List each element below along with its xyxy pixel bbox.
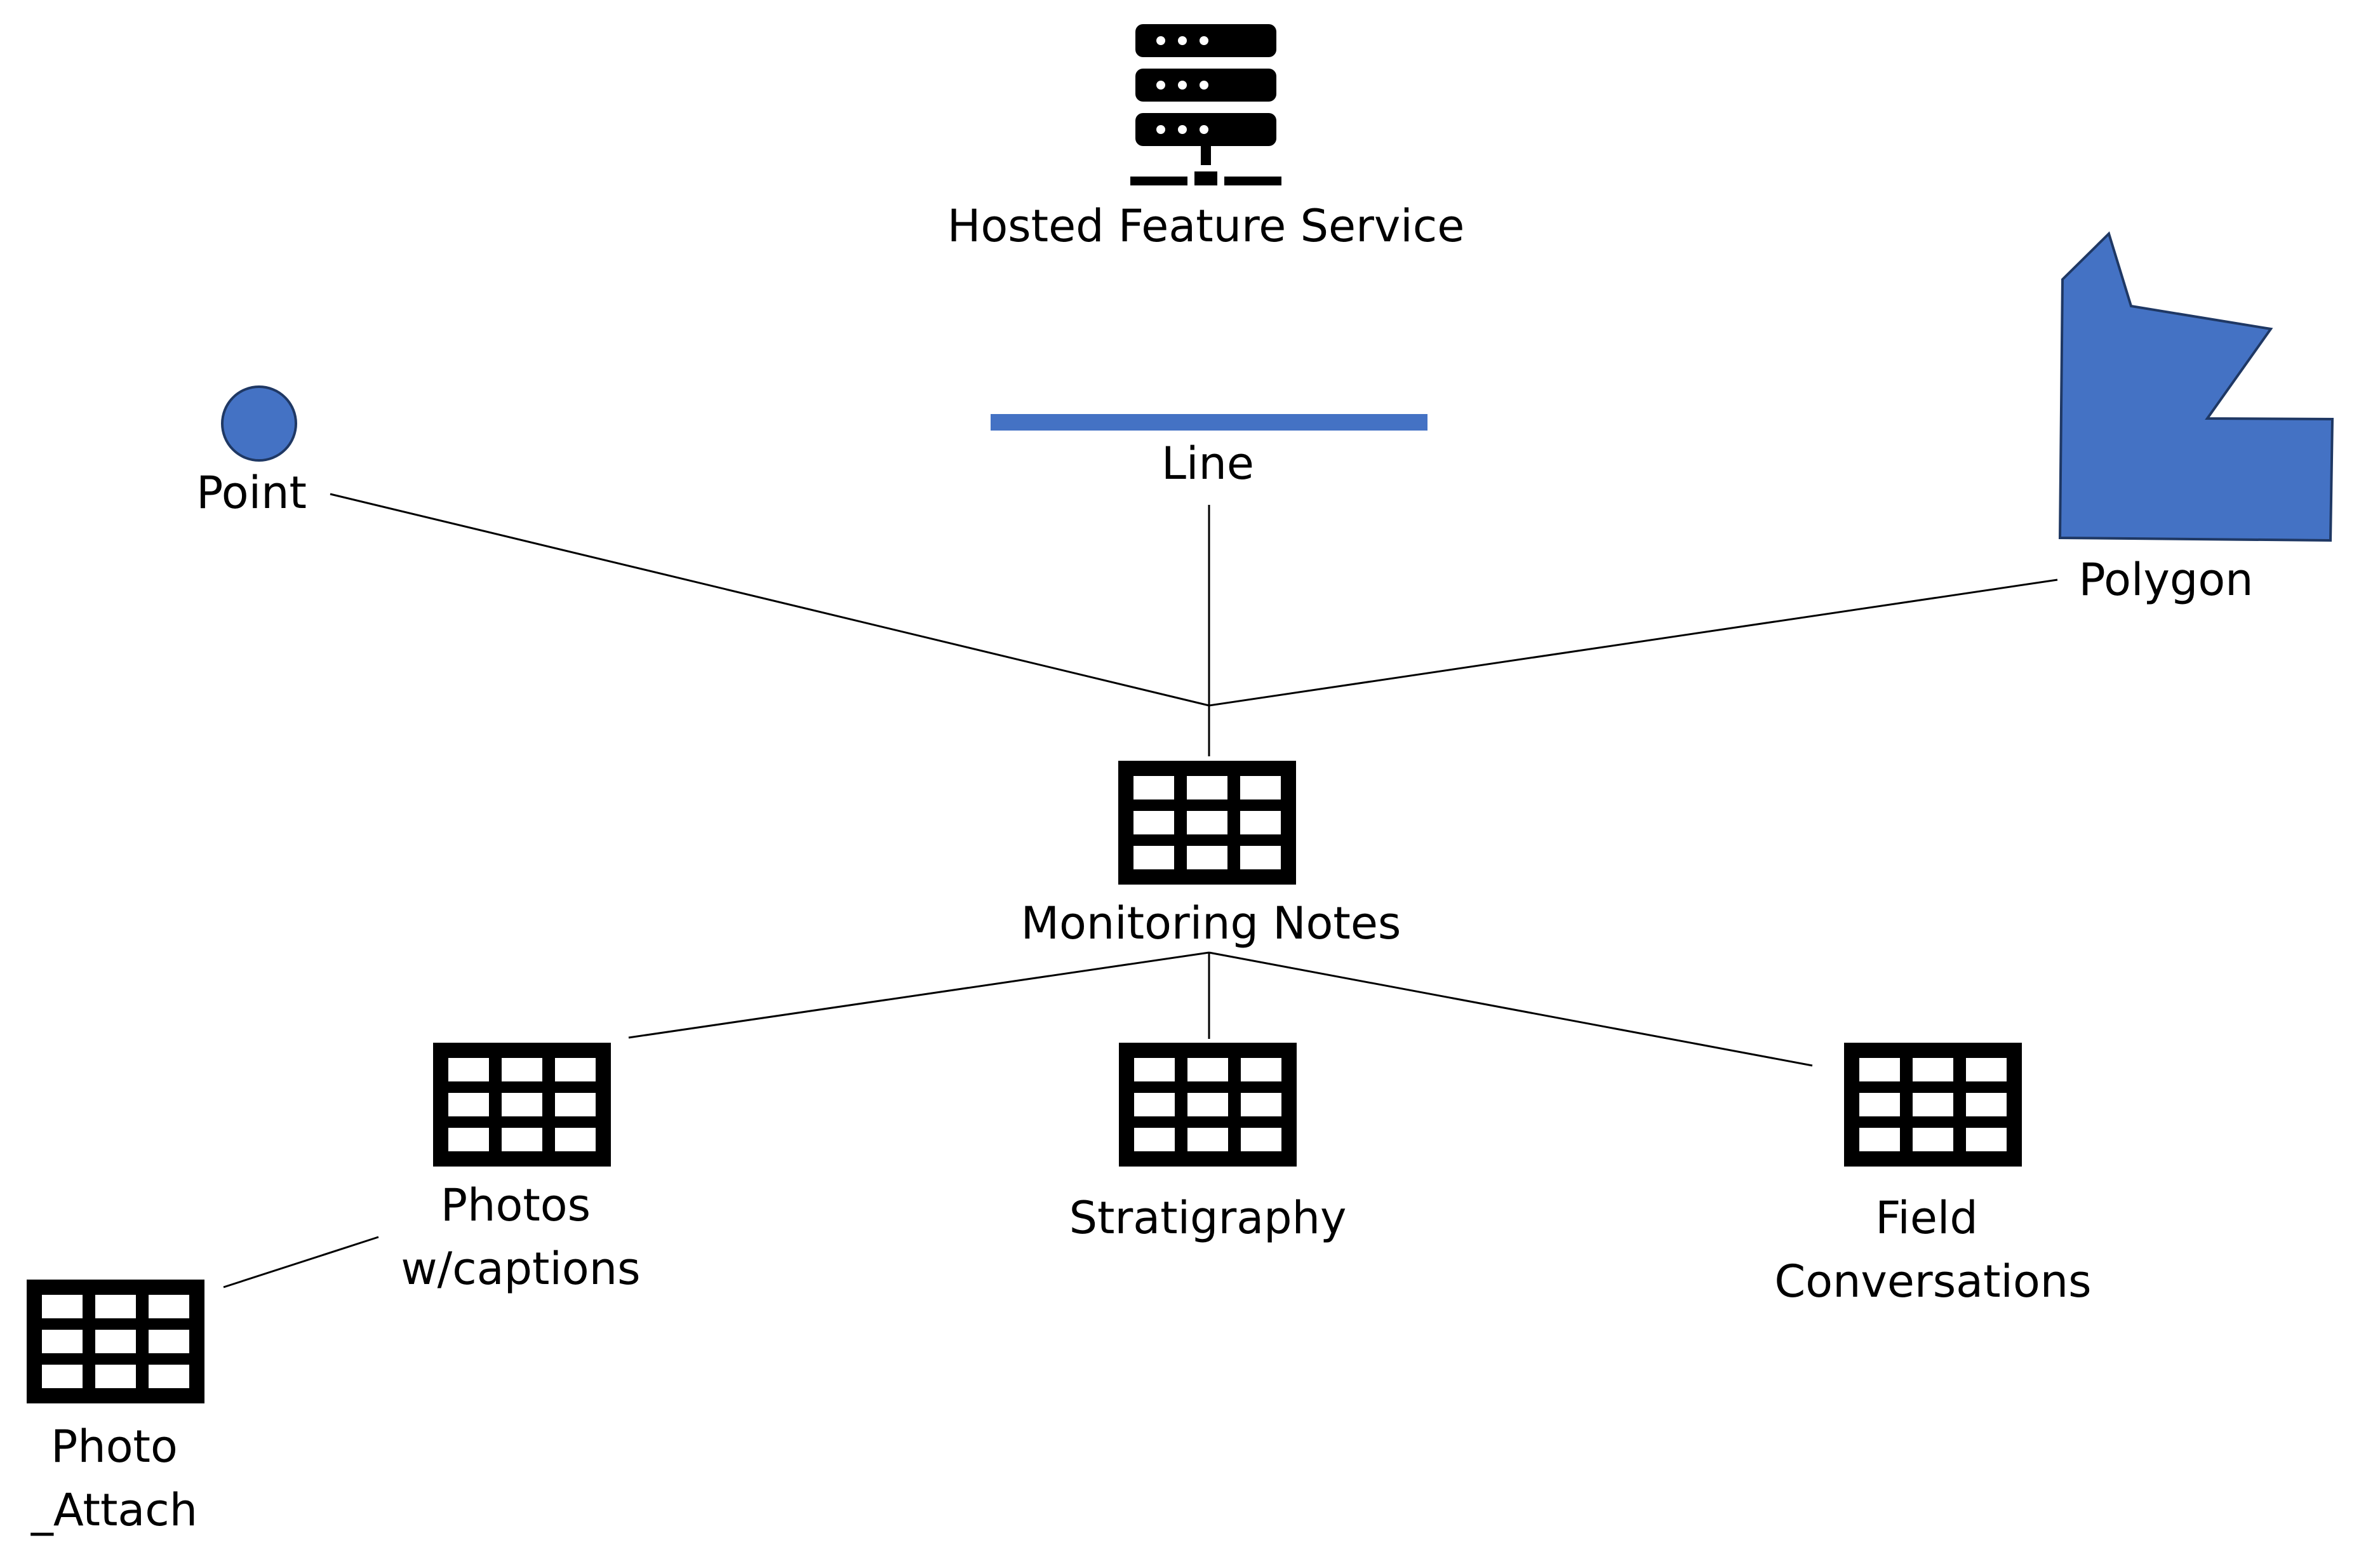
stratigraphy-label: Stratigraphy xyxy=(1069,1192,1347,1244)
table-grid-icon xyxy=(1119,1043,1297,1167)
monitoring-notes-label: Monitoring Notes xyxy=(1021,897,1401,949)
point-label: Point xyxy=(196,467,307,519)
point-connector xyxy=(330,493,1210,707)
photo-attach-table-node: Photo _Attach xyxy=(27,1280,204,1536)
stratigraphy-table-node: Stratigraphy xyxy=(1069,1043,1347,1244)
photos-table-node: Photos w/captions xyxy=(401,1043,641,1295)
field-conversations-label-line1: Field xyxy=(1875,1192,1978,1244)
point-layer-node: Point xyxy=(196,385,307,519)
photos-label-line2: w/captions xyxy=(401,1243,640,1295)
hosted-feature-service-node: Hosted Feature Service xyxy=(947,24,1465,252)
relationship-connectors xyxy=(223,493,2058,1288)
line-layer-node: Line xyxy=(991,414,1427,490)
table-grid-icon xyxy=(1844,1043,2022,1167)
polygon-connector xyxy=(1208,579,2058,707)
table-grid-icon xyxy=(1118,761,1296,885)
photos-label-line1: Photos xyxy=(441,1179,591,1231)
photo-attach-label-line1: Photo xyxy=(51,1421,178,1473)
table-grid-icon xyxy=(433,1043,611,1167)
service-label: Hosted Feature Service xyxy=(947,200,1465,252)
line-label: Line xyxy=(1161,438,1254,490)
server-stack-icon xyxy=(1130,24,1281,185)
field-conversations-table-node: Field Conversations xyxy=(1774,1043,2092,1308)
line-symbol-icon xyxy=(991,414,1427,431)
photo-attach-connector xyxy=(223,1236,379,1288)
field-conversations-connector xyxy=(1208,951,1813,1067)
photos-connector xyxy=(628,951,1210,1039)
field-conversations-label-line2: Conversations xyxy=(1774,1255,2091,1308)
polygon-symbol-icon xyxy=(2058,231,2334,542)
polygon-label: Polygon xyxy=(2078,554,2253,606)
photo-attach-label-line2: _Attach xyxy=(30,1484,197,1536)
point-symbol-icon xyxy=(221,385,297,462)
polygon-layer-node: Polygon xyxy=(2058,231,2334,606)
table-grid-icon xyxy=(27,1280,204,1403)
monitoring-notes-node: Monitoring Notes xyxy=(1021,761,1401,949)
